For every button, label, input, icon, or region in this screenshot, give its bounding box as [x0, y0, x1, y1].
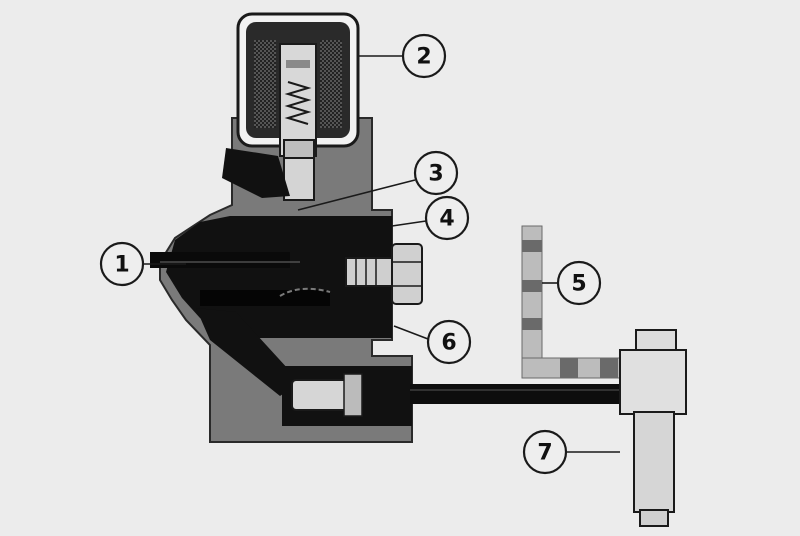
leader-line-4 — [391, 220, 427, 227]
t-fitting-bottom — [639, 509, 669, 527]
callout-label-5: 5 — [571, 272, 586, 297]
solenoid-assembly — [236, 12, 360, 159]
callout-label-3: 3 — [428, 162, 443, 187]
leader-line-3 — [297, 179, 416, 211]
connecting-rod — [410, 384, 630, 404]
callout-label-6: 6 — [441, 331, 456, 356]
callout-4: 4 — [424, 195, 470, 241]
callout-5: 5 — [556, 260, 602, 306]
callout-1: 1 — [99, 241, 145, 287]
coil-winding-left — [254, 40, 276, 128]
callout-2: 2 — [401, 33, 447, 79]
callout-label-2: 2 — [416, 45, 431, 70]
inlet-channel — [150, 252, 290, 268]
t-fitting-7 — [619, 329, 687, 527]
lower-passage — [196, 308, 300, 396]
callout-3: 3 — [413, 150, 459, 196]
leader-line-6 — [393, 325, 429, 340]
t-fitting-top — [635, 329, 677, 353]
upper-passage — [222, 148, 290, 198]
callout-label-4: 4 — [439, 207, 454, 232]
callout-label-7: 7 — [537, 441, 552, 466]
coil-winding-right — [320, 40, 342, 128]
valve-body-block — [166, 216, 392, 338]
t-fitting-body — [619, 349, 687, 415]
vertical-rod-5 — [521, 225, 633, 379]
internal-bore — [200, 290, 330, 306]
lock-nut — [391, 243, 423, 305]
callout-label-1: 1 — [114, 253, 129, 278]
callout-7: 7 — [522, 429, 568, 475]
t-fitting-stem — [633, 411, 675, 513]
armature-spring — [284, 81, 312, 125]
callout-6: 6 — [426, 319, 472, 365]
adjusting-screw — [345, 257, 395, 287]
